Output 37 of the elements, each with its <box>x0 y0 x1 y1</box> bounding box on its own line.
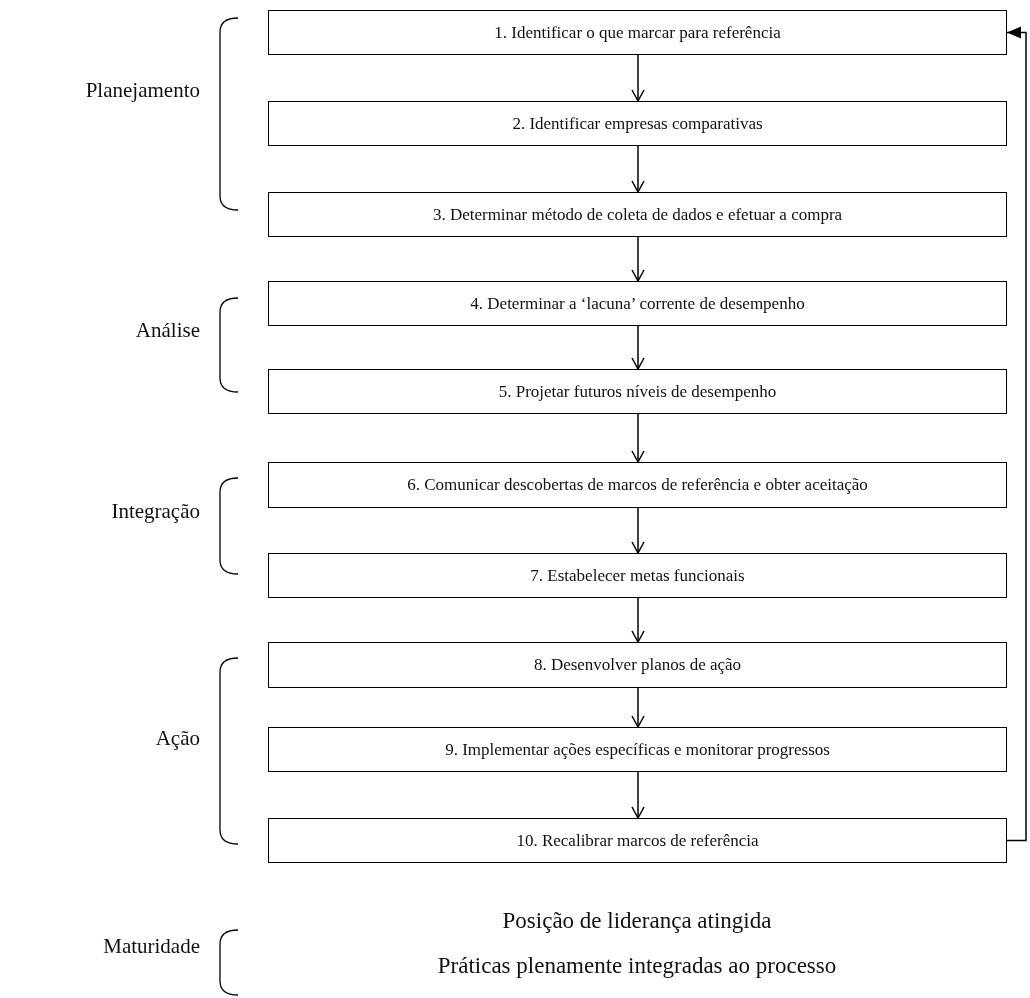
arrow <box>631 687 645 728</box>
phase-label: Ação <box>155 726 200 751</box>
step-text: 8. Desenvolver planos de ação <box>533 655 742 675</box>
process-box <box>268 192 1007 237</box>
phase-label: Maturidade <box>103 934 200 959</box>
arrow <box>631 771 645 819</box>
outcome-text: Práticas plenamente integradas ao processo <box>437 953 837 979</box>
arrow <box>631 54 645 102</box>
arrow <box>631 597 645 643</box>
step-text: 1. Identificar o que marcar para referência <box>494 22 781 43</box>
process-box <box>268 10 1007 55</box>
process-box <box>268 462 1007 508</box>
process-box <box>268 642 1007 688</box>
phase-label: Planejamento <box>85 78 200 103</box>
step-text: 5. Projetar futuros níveis de desempenho <box>498 381 777 402</box>
step-text: 3. Determinar método de coleta de dados e efetuar a compra <box>432 204 843 225</box>
phase-label: Integração <box>111 499 200 524</box>
arrow <box>631 413 645 463</box>
process-box <box>268 727 1007 772</box>
step-text: 9. Implementar ações específicas e monitorar progressos <box>445 739 830 760</box>
arrow <box>631 325 645 370</box>
step-text: 7. Estabelecer metas funcionais <box>530 565 745 586</box>
step-text: 10. Recalibrar marcos de referência <box>516 830 759 851</box>
process-box <box>268 553 1007 598</box>
outcome-text: Posição de liderança atingida <box>502 908 772 934</box>
arrow <box>1006 26 1027 842</box>
process-box <box>268 369 1007 414</box>
step-text: 6. Comunicar descobertas de marcos de referência e obter aceitação <box>407 475 868 495</box>
arrow <box>631 507 645 554</box>
phase-label: Análise <box>135 318 200 343</box>
arrow <box>631 145 645 193</box>
step-text: 2. Identificar empresas comparativas <box>512 113 763 134</box>
process-box <box>268 101 1007 146</box>
step-text: 4. Determinar a ‘lacuna’ corrente de desempenho <box>470 293 805 314</box>
process-box <box>268 818 1007 863</box>
arrow <box>631 236 645 282</box>
process-box <box>268 281 1007 326</box>
